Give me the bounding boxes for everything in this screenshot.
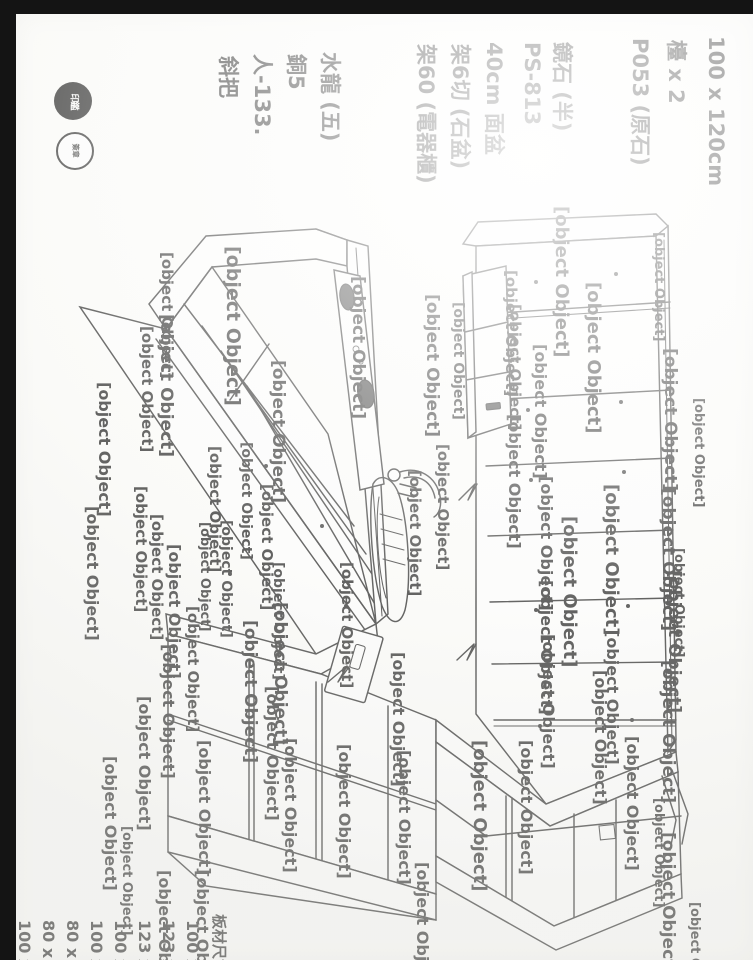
anno-right-12: [object Object]	[601, 484, 622, 636]
anno-left-1: [object Object]	[222, 246, 244, 406]
anno-left-31: [object Object]	[413, 862, 432, 960]
anno-left-14: [object Object]	[148, 514, 166, 641]
anno-right-9: [object Object]	[539, 634, 558, 769]
anno-right-10: [object Object]	[517, 740, 536, 875]
anno-right-14: [object Object]	[660, 348, 680, 492]
anno-right-11: [object Object]	[583, 282, 604, 434]
anno-center-2: [object Object]	[422, 294, 442, 438]
anno-left-20: [object Object]	[83, 506, 102, 641]
anno-center-5: [object Object]	[406, 470, 424, 597]
anno-left-28: [object Object]	[335, 744, 354, 879]
anno-center-4: [object Object]	[434, 444, 452, 571]
anno-left-16: [object Object]	[184, 606, 202, 733]
anno-left-27: [object Object]	[281, 738, 300, 873]
anno-right-13: [object Object]	[469, 740, 490, 892]
anno-right-5: [object Object]	[505, 414, 524, 549]
anno-left-4: [object Object]	[138, 326, 156, 453]
anno-center-3: [object Object]	[450, 302, 466, 420]
anno-right-7: [object Object]	[559, 516, 580, 668]
bottom-list-label: 板材尺寸	[210, 914, 228, 960]
anno-right-19: [object Object]	[623, 736, 642, 871]
anno-left-32: [object Object]	[119, 826, 134, 936]
paper-sheet: 100 x 120cm 檯 x 2 P053 (原石) 鏡石 (半) PS-81…	[15, 14, 753, 960]
bottom-list-item-3: 123 x	[135, 920, 154, 960]
anno-left-12: [object Object]	[95, 382, 114, 517]
anno-right-28: [object Object]	[687, 902, 702, 960]
anno-right-27: [object Object]	[658, 832, 678, 960]
anno-left-30: [object Object]	[389, 652, 408, 787]
bottom-list-item-1: 100 x	[183, 920, 202, 960]
anno-center-1: [object Object]	[348, 276, 368, 420]
anno-left-18: [object Object]	[135, 696, 154, 831]
anno-right-3: [object Object]	[506, 304, 524, 431]
anno-left-9: [object Object]	[218, 520, 234, 638]
anno-right-22: [object Object]	[651, 232, 666, 342]
anno-left-25: [object Object]	[263, 686, 282, 821]
anno-right-1: [object Object]	[551, 206, 572, 358]
anno-center-6: [object Object]	[338, 562, 356, 689]
anno-left-7: [object Object]	[238, 442, 254, 560]
anno-left-17: [object Object]	[159, 644, 178, 779]
anno-left-5: [object Object]	[268, 360, 288, 504]
anno-left-26: [object Object]	[195, 740, 214, 875]
bottom-list-item-2: 123 x	[159, 920, 178, 960]
isometric-cabinet-drawing	[16, 14, 753, 960]
anno-left-24: [object Object]	[240, 620, 260, 764]
anno-left-3: [object Object]	[156, 314, 176, 458]
anno-left-19: [object Object]	[101, 756, 120, 891]
anno-right-23: [object Object]	[691, 398, 706, 508]
anno-right-18: [object Object]	[591, 670, 610, 805]
anno-right-4: [object Object]	[531, 344, 550, 479]
bottom-list-item-8: 100 x	[15, 920, 34, 960]
anno-right-25: [object Object]	[671, 548, 686, 658]
bottom-list-item-5: 100 x	[87, 920, 106, 960]
bottom-list-item-7: 80 x	[39, 920, 58, 959]
bottom-list-item-6: 80 x	[63, 920, 82, 959]
bottom-list-item-4: 100 x	[111, 920, 130, 960]
